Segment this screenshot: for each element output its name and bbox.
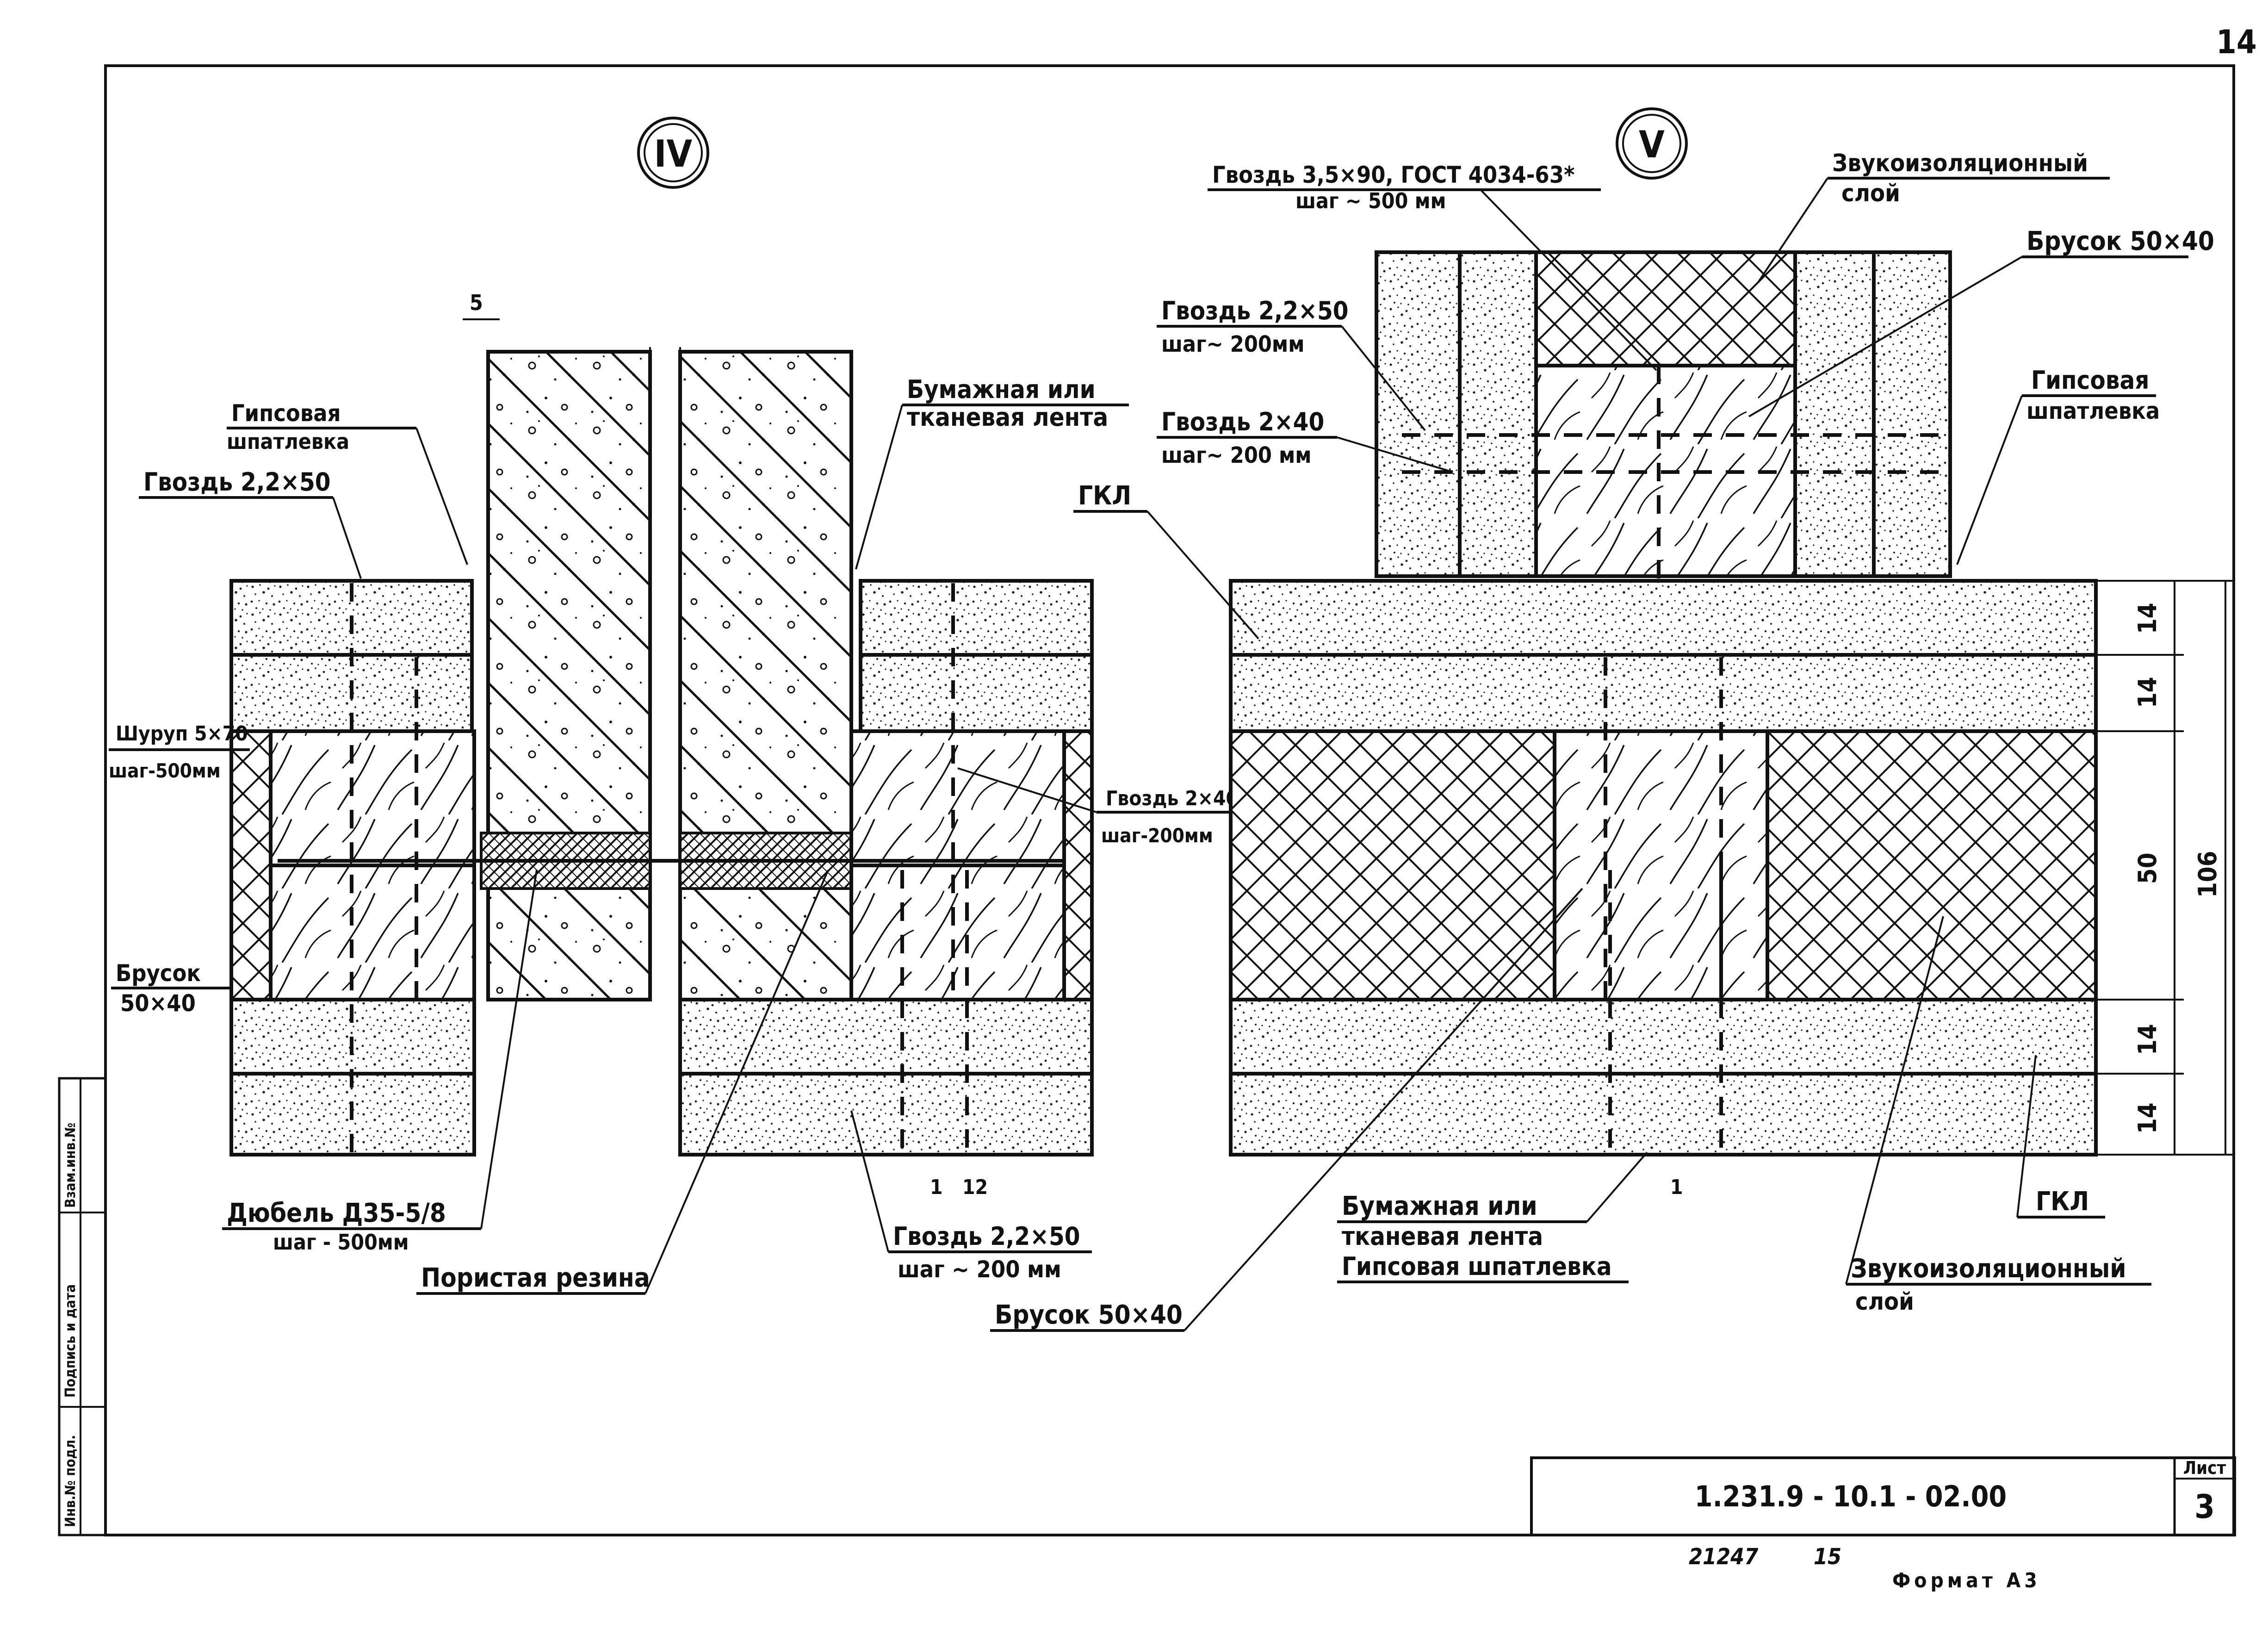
detail-v: V 14 14 50 106 xyxy=(990,107,2235,1332)
iv-paper-tape-2: тканевая лента xyxy=(907,403,1108,432)
detail-v-marker: V xyxy=(1639,123,1665,166)
v-dim-1: 1 xyxy=(1670,1175,1683,1199)
v-sound-layer-bottom-2: слой xyxy=(1855,1288,1914,1316)
stamp-replace-inv: Взам.инв.№ xyxy=(62,1123,79,1208)
iv-bar-2: 50×40 xyxy=(120,990,196,1017)
v-dim-14-d: 14 xyxy=(2133,1102,2162,1134)
iv-bar-1: Брусок xyxy=(116,960,201,987)
iv-gypsum-putty-1: Гипсовая xyxy=(231,400,341,427)
iv-screw-1: Шуруп 5×70 xyxy=(116,722,248,746)
v-sound-layer-bottom-1: Звукоизоляционный xyxy=(1851,1254,2126,1284)
v-dim-50: 50 xyxy=(2133,852,2162,884)
iv-nail-2-2x50-bottom-2: шаг ~ 200 мм xyxy=(898,1256,1061,1283)
v-dim-106: 106 xyxy=(2193,851,2222,898)
iv-paper-tape-1: Бумажная или xyxy=(907,375,1096,404)
v-nail-2-2x50-2: шаг~ 200мм xyxy=(1161,331,1305,357)
footer-number: 21247 xyxy=(1689,1544,1758,1570)
v-nail-2-2x50-1: Гвоздь 2,2×50 xyxy=(1161,296,1349,325)
detail-iv: IV Гипсовая шпатлевк xyxy=(109,117,1239,1295)
iv-nail-2x40-1: Гвоздь 2×40 xyxy=(1106,787,1239,810)
iv-nail-2-2x50-top: Гвоздь 2,2×50 xyxy=(143,467,331,497)
v-paper-tape-1: Бумажная или xyxy=(1342,1191,1537,1221)
sheet-label: Лист xyxy=(2183,1458,2226,1478)
iv-dim-1: 1 xyxy=(930,1175,943,1199)
title-block: 1.231.9 - 10.1 - 02.00 Лист 3 xyxy=(1530,1456,2236,1536)
v-bar-bottom: Брусок 50×40 xyxy=(995,1300,1183,1330)
stamp-inv-orig: Инв.№ подл. xyxy=(62,1435,79,1527)
v-gypsum-putty-1: Гипсовая xyxy=(2031,366,2149,395)
iv-porous-rubber: Пористая резина xyxy=(421,1263,650,1293)
v-nail-3-5x90-2: шаг ~ 500 мм xyxy=(1295,188,1446,213)
v-nail-2x40-1: Гвоздь 2×40 xyxy=(1161,407,1324,436)
v-gypsum-putty-2: шпатлевка xyxy=(2026,398,2160,424)
v-dim-14-c: 14 xyxy=(2133,1024,2162,1055)
footer-copy: 15 xyxy=(1814,1544,1841,1570)
sheet-frame xyxy=(104,64,2235,1536)
v-gkl-bottom: ГКЛ xyxy=(2036,1187,2089,1217)
v-sound-layer-top-2: слой xyxy=(1841,180,1900,207)
iv-dim-5: 5 xyxy=(470,290,483,315)
v-dim-14-a: 14 xyxy=(2133,603,2162,634)
v-paper-tape-3: Гипсовая шпатлевка xyxy=(1342,1252,1612,1281)
v-nail-2x40-2: шаг~ 200 мм xyxy=(1161,442,1312,468)
footer: 21247 15 Формат А3 xyxy=(1689,1544,2041,1592)
iv-gypsum-putty-2: шпатлевка xyxy=(227,429,349,454)
stamp-sign-date: Подпись и дата xyxy=(62,1284,79,1398)
footer-format: Формат А3 xyxy=(1892,1569,2041,1592)
v-nail-3-5x90-1: Гвоздь 3,5×90, ГОСТ 4034-63* xyxy=(1212,162,1575,188)
detail-iv-marker-circle xyxy=(637,117,709,189)
iv-dowel-2: шаг - 500мм xyxy=(273,1230,409,1255)
side-stamp: Инв.№ подл. Подпись и дата Взам.инв.№ xyxy=(58,1077,107,1536)
v-paper-tape-2: тканевая лента xyxy=(1342,1222,1543,1251)
sheet-number: 3 xyxy=(2194,1488,2215,1526)
v-bar-top: Брусок 50×40 xyxy=(2026,226,2214,256)
page-number: 14 xyxy=(2216,23,2257,61)
iv-nail-2-2x50-bottom-1: Гвоздь 2,2×50 xyxy=(893,1222,1080,1251)
iv-screw-2: шаг-500мм xyxy=(109,759,221,782)
iv-nail-2x40-2: шаг-200мм xyxy=(1101,824,1213,847)
detail-iv-marker: IV xyxy=(654,132,693,175)
v-gkl-top: ГКЛ xyxy=(1078,481,1131,511)
iv-dim-12: 12 xyxy=(962,1175,988,1199)
iv-dowel-1: Дюбель Д35-5/8 xyxy=(227,1198,446,1228)
detail-v-marker-circle xyxy=(1616,107,1688,180)
doc-code: 1.231.9 - 10.1 - 02.00 xyxy=(1695,1480,2007,1513)
v-dim-14-b: 14 xyxy=(2133,677,2162,708)
v-sound-layer-top-1: Звукоизоляционный xyxy=(1832,149,2088,177)
